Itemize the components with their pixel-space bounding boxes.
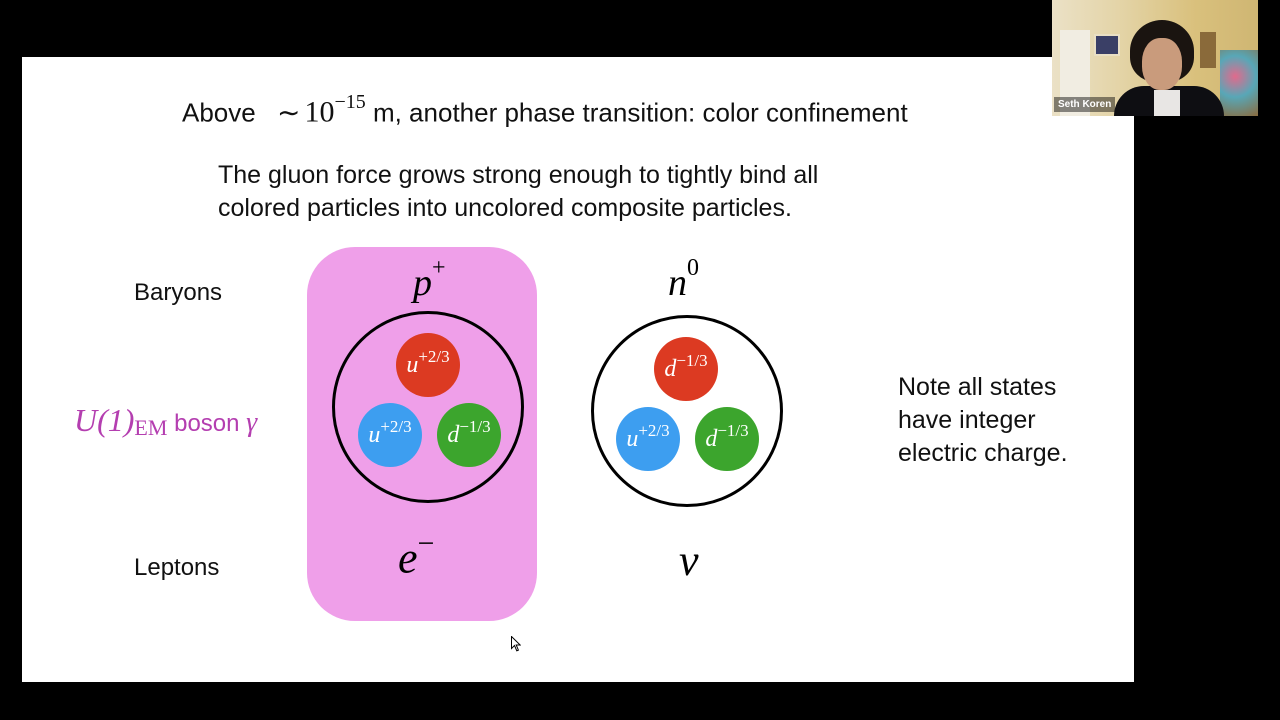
quark-flavor: d (705, 425, 718, 452)
quark-flavor: u (406, 351, 419, 378)
neutron-circle (591, 315, 783, 507)
neutron-quark-1: d−1/3 (654, 337, 718, 401)
subtitle-line-2: colored particles into uncolored composi… (218, 194, 792, 222)
neutron-quark-3: d−1/3 (695, 407, 759, 471)
proton-quark-2: u+2/3 (358, 403, 422, 467)
slide-subtitle: The gluon force grows strong enough to t… (218, 159, 818, 225)
quark-flavor: u (368, 421, 381, 448)
proton-label: p+ (413, 255, 446, 305)
quark-flavor: d (447, 421, 460, 448)
webcam-painting (1220, 50, 1258, 116)
proton-symbol: p (413, 262, 432, 304)
quark-flavor: u (626, 425, 639, 452)
proton-circle (332, 311, 524, 503)
proton-quark-1: u+2/3 (396, 333, 460, 397)
neutron-charge: 0 (687, 255, 699, 282)
gamma-symbol: γ (246, 407, 258, 438)
neutrino-label: ν (679, 536, 699, 585)
u1-boson-label: U(1)EM boson γ (74, 402, 258, 440)
quark-charge: −1/3 (676, 351, 708, 370)
row-label-leptons: Leptons (134, 554, 220, 581)
webcam-person-shirt (1154, 90, 1180, 116)
webcam-video-tile[interactable]: Seth Koren (1052, 0, 1258, 116)
quark-charge: −1/3 (459, 417, 491, 436)
title-suffix: m, another phase transition: color confi… (372, 97, 908, 128)
slide: Above ∼10−15 m, another phase transition… (22, 57, 1134, 682)
quark-flavor: d (664, 355, 677, 382)
slide-title: Above ∼10−15 m, another phase transition… (182, 91, 908, 130)
electron-charge: − (417, 527, 435, 560)
note-line-1: Note all states (898, 373, 1057, 401)
title-prefix: Above (182, 97, 256, 128)
quark-charge: −1/3 (717, 421, 749, 440)
mouse-cursor-icon (511, 636, 521, 652)
note-line-2: have integer (898, 406, 1036, 434)
u1-subscript: EM (134, 415, 168, 440)
webcam-person-face (1142, 38, 1182, 90)
neutron-quark-2: u+2/3 (616, 407, 680, 471)
title-base: 10 (304, 95, 335, 129)
participant-name-tag: Seth Koren (1054, 97, 1116, 112)
electron-symbol: e (398, 533, 418, 583)
webcam-door (1060, 30, 1090, 116)
u1-symbol: U(1) (74, 402, 135, 438)
webcam-wall-frame-2 (1200, 32, 1216, 68)
title-tilde: ∼ (276, 97, 301, 129)
neutron-symbol: n (668, 262, 687, 304)
webcam-wall-frame (1094, 34, 1120, 56)
proton-charge: + (432, 255, 446, 282)
subtitle-line-1: The gluon force grows strong enough to t… (218, 161, 819, 189)
proton-quark-3: d−1/3 (437, 403, 501, 467)
row-label-baryons: Baryons (134, 279, 223, 306)
note-text: Note all states have integer electric ch… (898, 371, 1068, 470)
note-line-3: electric charge. (898, 439, 1068, 467)
u1-word: boson (174, 410, 240, 437)
neutron-label: n0 (668, 255, 699, 305)
title-exponent: −15 (334, 91, 366, 113)
electron-label: e− (398, 527, 434, 584)
quark-charge: +2/3 (380, 417, 412, 436)
quark-charge: +2/3 (418, 347, 450, 366)
quark-charge: +2/3 (638, 421, 670, 440)
